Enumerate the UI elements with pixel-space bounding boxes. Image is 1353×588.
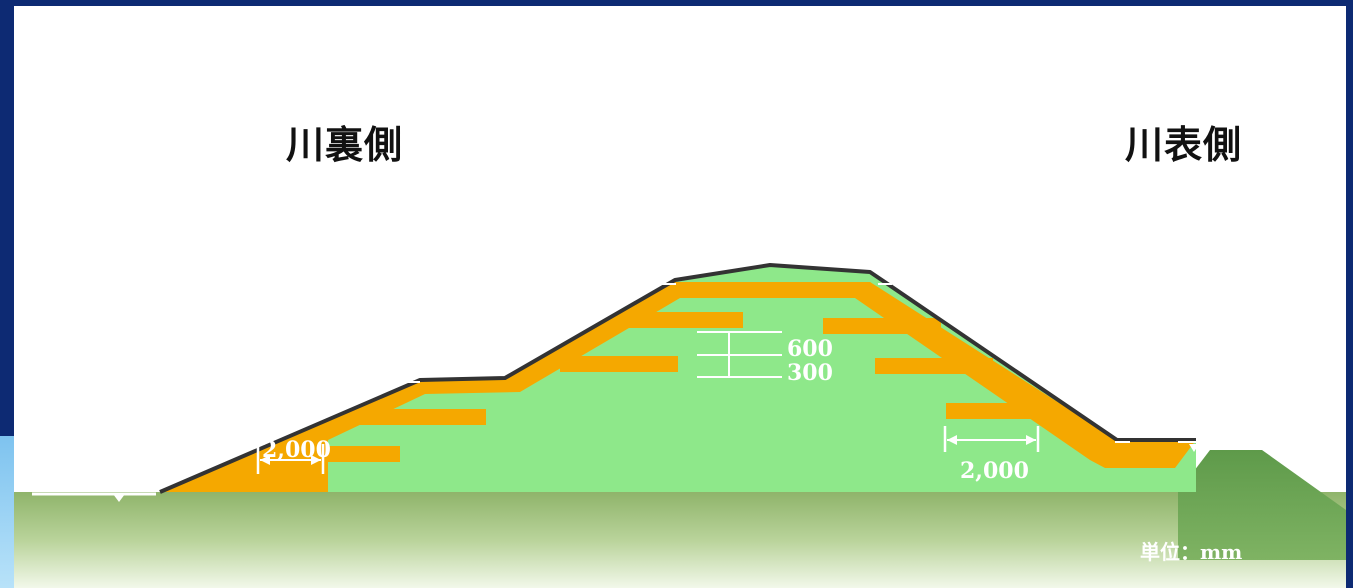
geogrid-layer xyxy=(300,446,400,462)
landside-label: 川裏側 xyxy=(286,123,404,167)
water-level-arrow-left xyxy=(113,494,125,502)
geogrid-layer xyxy=(625,312,743,328)
riverside-label: 川表側 xyxy=(1125,123,1243,167)
unit-label: 単位：mm xyxy=(1140,540,1243,564)
dim-label-300: 300 xyxy=(787,360,833,386)
dim-label-600: 600 xyxy=(787,336,833,362)
dim-left-arrow-a xyxy=(260,455,270,465)
ground xyxy=(14,492,1346,588)
geogrid-layer xyxy=(875,358,993,374)
geogrid-layer xyxy=(946,403,1064,419)
dim-label-width-right: 2,000 xyxy=(960,458,1029,484)
geogrid-layer xyxy=(823,318,941,334)
dim-right-arrow-a xyxy=(947,435,957,445)
left-accent-band xyxy=(0,436,14,588)
slope-facing-left xyxy=(160,282,890,492)
geogrid-layer xyxy=(360,409,486,425)
dim-label-width-left: 2,000 xyxy=(262,437,331,463)
river-side-mound xyxy=(1178,450,1346,560)
geogrid-layer xyxy=(560,356,678,372)
dim-left-arrow-b xyxy=(311,455,321,465)
dim-right-arrow-b xyxy=(1026,435,1036,445)
water-level-arrow-right xyxy=(1189,444,1199,452)
slope-outline xyxy=(159,263,1196,494)
